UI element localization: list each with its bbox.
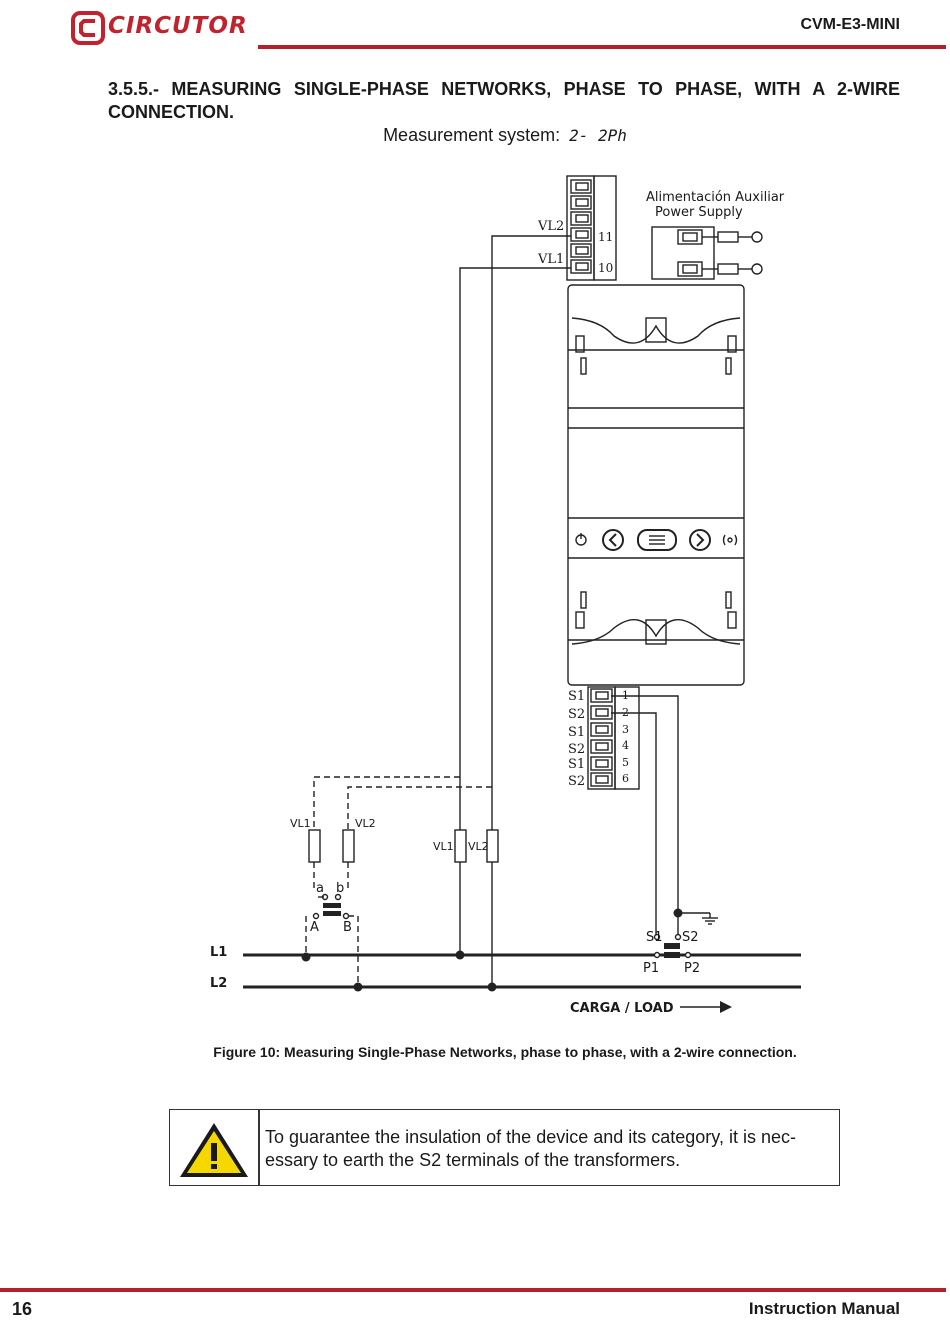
brand-name: CIRCUTOR (108, 13, 248, 39)
line-l1-label: L1 (210, 945, 227, 960)
vt-fuse-vl1-label: VL1 (290, 817, 311, 830)
ct-terminal-number: 1 (622, 689, 629, 702)
ct-terminal-number: 5 (622, 756, 629, 769)
vt-primary-B-label: B (343, 920, 352, 935)
ct-terminal-label: S1 (568, 689, 585, 704)
warning-divider (258, 1110, 260, 1185)
measurement-system: Measurement system: 2- 2Ph (0, 125, 950, 146)
header-rule (258, 45, 946, 49)
model-name: CVM-E3-MINI (800, 16, 900, 33)
ct-s1-label: S1 (646, 930, 663, 945)
figure-caption: Figure 10: Measuring Single-Phase Networ… (213, 1044, 797, 1060)
vt-primary-A-label: A (310, 920, 319, 935)
footer-rule (0, 1288, 946, 1292)
terminal-11-label: 11 (598, 230, 613, 244)
footer-label: Instruction Manual (748, 1299, 900, 1318)
terminal-vl1-label: VL1 (537, 252, 564, 267)
vt-fuse-vl2-label: VL2 (355, 817, 376, 830)
vt-secondary-a-label: a (316, 881, 324, 896)
ct-terminal-label: S1 (568, 725, 585, 740)
fuse-vl1-label: VL1 (433, 840, 454, 853)
measurement-label: Measurement system: (383, 125, 561, 145)
ct-terminal-number: 3 (622, 723, 629, 736)
ct-terminal-label: S2 (568, 742, 585, 757)
ct-p1-label: P1 (643, 961, 659, 976)
load-label: CARGA / LOAD (570, 1001, 674, 1016)
fuse-vl2-label: VL2 (468, 840, 489, 853)
ct-terminal-number: 6 (622, 772, 629, 785)
warning-triangle-icon (180, 1123, 248, 1177)
measurement-code: 2- 2Ph (569, 126, 627, 145)
power-supply-terminals (651, 226, 763, 280)
page-number: 16 (12, 1299, 33, 1319)
wiring-diagram: Alimentación Auxiliar Power Supply VL2 V… (210, 175, 801, 1016)
ct-terminal-label: S2 (568, 707, 585, 722)
voltage-terminal-block (566, 175, 617, 281)
ct-terminal-label: S1 (568, 757, 585, 772)
aux-supply-es-label: Alimentación Auxiliar (646, 190, 785, 205)
ct-p2-label: P2 (684, 961, 700, 976)
ct-terminal-number: 4 (622, 739, 629, 752)
current-terminal-block (587, 686, 640, 790)
terminal-vl2-label: VL2 (537, 219, 564, 234)
cvm-e3-mini-device (567, 284, 745, 686)
aux-supply-en-label: Power Supply (655, 205, 743, 220)
terminal-10-label: 10 (598, 261, 613, 275)
ct-terminal-number: 2 (622, 706, 629, 719)
vt-secondary-b-label: b (336, 881, 344, 896)
ct-s2-label: S2 (682, 930, 699, 945)
line-l2-label: L2 (210, 976, 227, 991)
warning-text: To guarantee the insulation of the devic… (265, 1127, 796, 1170)
ct-terminal-label: S2 (568, 774, 585, 789)
circutor-logo (71, 11, 105, 45)
warning-box: To guarantee the insulation of the devic… (169, 1109, 840, 1186)
section-title: 3.5.5.- MEASURING SINGLE-PHASE NETWORKS,… (108, 79, 900, 122)
